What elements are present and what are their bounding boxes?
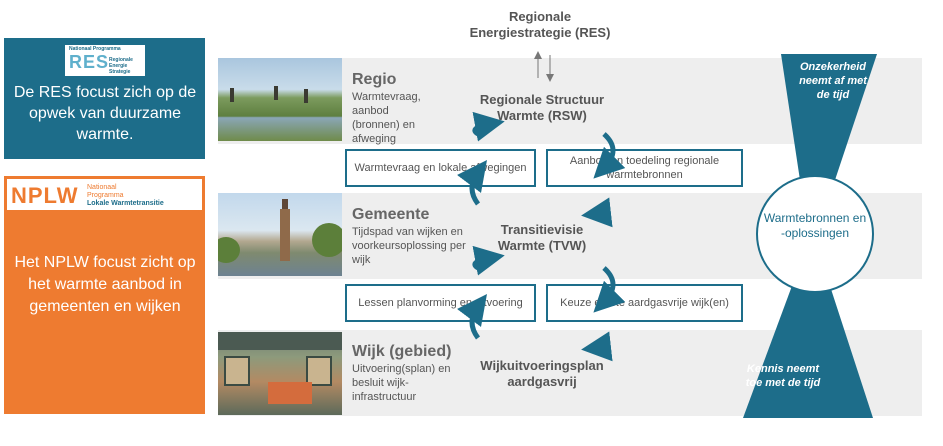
arrow-cycle1-right xyxy=(593,132,626,179)
warmtebronnen-circle xyxy=(756,175,874,293)
row-desc-wijk: Uitvoering(splan) en besluit wijk-infras… xyxy=(352,363,451,403)
nplw-panel-text: Het NPLW focust zicht op het warmte aanb… xyxy=(14,254,196,315)
res-panel: Nationaal Programma RES Regionale Energi… xyxy=(4,38,205,159)
nplw-logo: NPLW Nationaal Programma Lokale Warmtetr… xyxy=(4,176,205,213)
center-title-rsw: Regionale Structuur Warmte (RSW) xyxy=(479,92,605,123)
uncertainty-text: Onzekerheid neemt af met de tijd xyxy=(799,61,867,101)
row-desc-gemeente: Tijdspad van wijken en voorkeursoplossin… xyxy=(352,226,466,266)
res-logo: Nationaal Programma RES Regionale Energi… xyxy=(65,45,145,76)
warmtebronnen-text: Warmtebronnen en -oplossingen xyxy=(763,211,867,240)
nplw-panel: NPLW Nationaal Programma Lokale Warmtetr… xyxy=(4,176,205,414)
res-logo-small-text: Nationaal Programma xyxy=(69,46,121,52)
res-top-label: Regionale Energiestrategie (RES) xyxy=(469,9,611,40)
arrow-cycle2-left xyxy=(457,293,487,340)
row-desc-regio: Warmtevraag, aanbod (bronnen) en afwegin… xyxy=(352,91,421,145)
arrow-cycle1-left xyxy=(457,159,487,206)
center-title-wijkuitvoeringsplan: Wijkuitvoeringsplan aardgasvrij xyxy=(480,358,604,389)
nplw-logo-line3: Lokale Warmtetransitie xyxy=(87,200,164,207)
arrow-cycle2-right xyxy=(593,266,626,313)
knowledge-wedge xyxy=(743,240,873,418)
arrow-cycle1-top xyxy=(472,111,505,142)
arrow-cycle1-bottom xyxy=(581,197,613,228)
box-lessen-planvorming: Lessen planvorming en uitvoering xyxy=(345,284,536,322)
res-logo-text: RES xyxy=(69,52,110,72)
row-title-gemeente: Gemeente xyxy=(352,206,430,223)
nplw-logo-line1: Nationaal xyxy=(87,184,117,191)
nplw-logo-subtitle: Nationaal Programma Lokale Warmtetransit… xyxy=(87,184,164,208)
row-title-wijk: Wijk (gebied) xyxy=(352,343,452,360)
res-panel-text: De RES focust zich op de opwek van duurz… xyxy=(13,84,197,143)
nplw-logo-line2: Programma xyxy=(87,192,124,199)
arrow-cycle2-top xyxy=(472,245,505,276)
uncertainty-knowledge-diagram xyxy=(743,54,877,418)
row-title-regio: Regio xyxy=(352,71,397,88)
photo-city-tower xyxy=(218,193,342,276)
photo-windmills xyxy=(218,58,342,141)
res-logo-subtitle: Regionale Energie Strategie xyxy=(109,57,133,75)
nplw-logo-text: NPLW xyxy=(11,183,79,208)
arrow-cycle2-bottom xyxy=(581,331,613,362)
photo-shop-street xyxy=(218,332,342,415)
center-title-tvw: Transitievisie Warmte (TVW) xyxy=(497,222,587,253)
knowledge-text: Kennis neemt toe met de tijd xyxy=(745,363,821,389)
